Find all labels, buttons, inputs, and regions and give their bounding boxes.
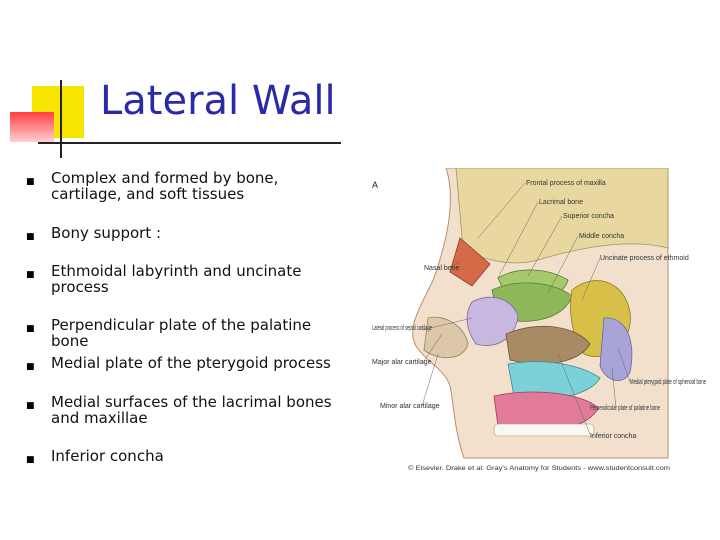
- slide-title: Lateral Wall: [100, 78, 336, 124]
- label-inferior-concha: Inferior concha: [590, 433, 636, 440]
- label-perpendicular-plate: Perpendicular plate of palatine bone: [590, 405, 660, 412]
- bullet-item: ■ Inferior concha: [26, 448, 351, 468]
- title-rule: [38, 142, 341, 144]
- bullet-item: ■ Ethmoidal labyrinth and uncinate proce…: [26, 263, 351, 295]
- bullet-item: ■ Complex and formed by bone, cartilage,…: [26, 170, 351, 202]
- bullet-marker-icon: ■: [26, 177, 35, 187]
- label-lateral-process: Lateral process of septal cartilage: [372, 325, 432, 332]
- label-middle-concha: Middle concha: [579, 233, 624, 240]
- figure-credit: © Elsevier. Drake et al: Gray's Anatomy …: [408, 464, 670, 472]
- teeth-shape: [493, 423, 595, 437]
- lateral-process-shape: [466, 296, 519, 346]
- label-lacrimal: Lacrimal bone: [539, 199, 583, 206]
- title-decoration: [0, 0, 100, 160]
- bullet-item: ■ Medial surfaces of the lacrimal bones …: [26, 394, 351, 426]
- vertical-line: [60, 80, 62, 158]
- bullet-text: Medial plate of the pterygoid process: [51, 354, 331, 372]
- bullet-text: Perpendicular plate of the palatine bone: [51, 316, 312, 350]
- bullet-text: Complex and formed by bone, cartilage, a…: [51, 169, 279, 203]
- label-superior-concha: Superior concha: [563, 213, 614, 220]
- bullet-text: Medial surfaces of the lacrimal bones an…: [51, 393, 332, 427]
- label-major-alar: Major alar cartilage: [372, 359, 432, 366]
- panel-letter: A: [372, 180, 378, 190]
- bullet-marker-icon: ■: [26, 324, 35, 334]
- bullet-marker-icon: ■: [26, 362, 35, 372]
- bullet-text: Inferior concha: [51, 447, 164, 465]
- bullet-marker-icon: ■: [26, 455, 35, 465]
- anatomy-illustration: A Frontal process of maxilla Lacrimal bo…: [372, 168, 706, 472]
- label-medial-pterygoid: Medial pterygoid plate of sphenoid bone: [630, 379, 706, 386]
- alar-cartilage-shape: [423, 316, 469, 358]
- bullet-marker-icon: ■: [26, 232, 35, 242]
- bullet-text: Ethmoidal labyrinth and uncinate process: [51, 262, 302, 296]
- label-minor-alar: Minor alar cartilage: [380, 403, 440, 410]
- label-nasal: Nasal bone: [424, 265, 460, 272]
- bullet-item: ■ Bony support :: [26, 225, 351, 245]
- bullet-item: ■ Perpendicular plate of the palatine bo…: [26, 317, 351, 349]
- label-frontal: Frontal process of maxilla: [526, 180, 606, 187]
- red-square: [10, 112, 54, 142]
- nasal-bone-shape: [449, 237, 491, 287]
- bullet-text: Bony support :: [51, 224, 162, 242]
- bullet-marker-icon: ■: [26, 401, 35, 411]
- bullet-marker-icon: ■: [26, 270, 35, 280]
- label-uncinate: Uncinate process of ethmoid: [600, 255, 689, 262]
- bullet-item: ■ Medial plate of the pterygoid process: [26, 355, 351, 375]
